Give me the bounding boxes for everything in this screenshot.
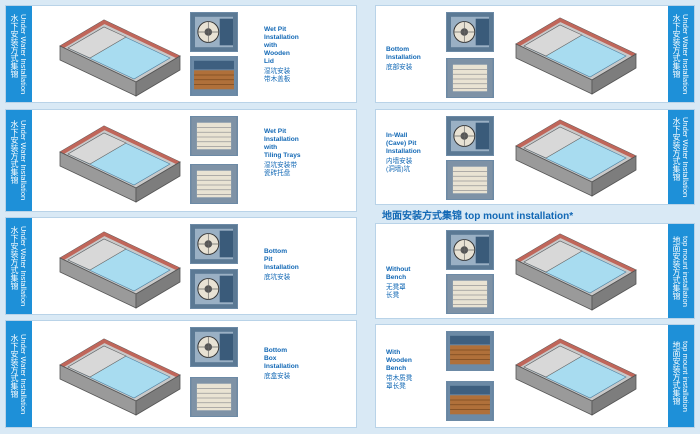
pool-diagram <box>508 14 644 98</box>
sidebar-text-en: Under Water Installation <box>19 225 28 307</box>
pool-diagram <box>52 16 188 100</box>
sidebar-text-zh: 地面安装方式集锦 <box>672 235 681 300</box>
label-zh: 底坑安装 <box>264 274 291 281</box>
installation-card-without-bench: Without Bench 无凳罩 长凳 top mount installati… <box>375 223 695 319</box>
sidebar-text-zh: 地面安装方式集锦 <box>672 340 681 405</box>
label-en: Bottom Pit Installation <box>264 248 299 271</box>
sidebar-text-en: top mount installation <box>681 235 690 307</box>
installation-photo <box>190 116 238 156</box>
pool-diagram <box>508 230 644 314</box>
installation-label: Bottom Pit Installation 底坑安装 <box>264 248 299 282</box>
installation-card-bottom: Bottom Installation 底部安装 Under Water Inst… <box>375 5 695 103</box>
label-en: With Wooden Bench <box>386 349 412 372</box>
installation-label: In-Wall (Cave) Pit Installation 内墙安装 (洞墙)… <box>386 132 421 174</box>
pool-diagram <box>508 116 644 200</box>
installation-label: Wet Pit Installation with Wooden Lid 湿坑安装… <box>264 26 299 84</box>
installation-photo <box>446 381 494 421</box>
sidebar-text-en: Under Water Installation <box>19 333 28 415</box>
sidebar-text-en: Under Water Installation <box>681 13 690 95</box>
installation-photo <box>190 164 238 204</box>
installation-label: Wet Pit Installation with Tiling Trays 湿坑… <box>264 128 301 178</box>
installation-card-with-wooden-bench: With Wooden Bench 带木质凳 罩长凳 top mount inst… <box>375 324 695 428</box>
label-zh: 湿坑安装 带木盖板 <box>264 68 291 83</box>
pool-diagram <box>52 122 188 206</box>
sidebar-text-zh: 水下安装方式集锦 <box>672 13 681 78</box>
sidebar-text-en: Under Water Installation <box>681 116 690 198</box>
label-zh: 无凳罩 长凳 <box>386 284 406 299</box>
label-zh: 底盒安装 <box>264 373 291 380</box>
installation-photo <box>446 12 494 52</box>
installation-photo <box>446 116 494 156</box>
sidebar-text-zh: 水下安装方式集锦 <box>672 116 681 181</box>
sidebar-text-en: top mount installation <box>681 340 690 412</box>
installation-photo <box>446 160 494 200</box>
label-en: Without Bench <box>386 266 411 281</box>
installation-label: Bottom Installation 底部安装 <box>386 46 421 72</box>
installation-photo <box>190 12 238 52</box>
sidebar-text-zh: 水下安装方式集锦 <box>10 120 19 185</box>
installation-card-in-wall-pit: In-Wall (Cave) Pit Installation 内墙安装 (洞墙)… <box>375 109 695 205</box>
installation-photo <box>190 56 238 96</box>
label-zh: 底部安装 <box>386 64 413 71</box>
installation-photo <box>190 327 238 367</box>
label-zh: 带木质凳 罩长凳 <box>386 375 413 390</box>
label-en: Bottom Installation <box>386 46 421 61</box>
label-zh: 湿坑安装带 瓷砖托盘 <box>264 162 297 177</box>
label-en: Bottom Box Installation <box>264 347 299 370</box>
section-heading: 地面安装方式集锦 top mount installation* <box>382 211 574 222</box>
installation-photo <box>190 269 238 309</box>
installation-label: Bottom Box Installation 底盒安装 <box>264 347 299 381</box>
label-zh: 内墙安装 (洞墙)坑 <box>386 158 413 173</box>
installation-photo <box>446 58 494 98</box>
pool-diagram <box>52 335 188 419</box>
label-en: In-Wall (Cave) Pit Installation <box>386 132 421 155</box>
sidebar-text-en: Under Water Installation <box>19 13 28 95</box>
pool-diagram <box>508 335 644 419</box>
installation-photo <box>190 377 238 417</box>
sidebar-text-en: Under Water Installation <box>19 120 28 201</box>
label-en: Wet Pit Installation with Tiling Trays <box>264 128 301 159</box>
installation-photo <box>446 274 494 314</box>
sidebar-text-zh: 水下安装方式集锦 <box>10 333 19 398</box>
pool-diagram <box>52 228 188 312</box>
installation-label: With Wooden Bench 带木质凳 罩长凳 <box>386 349 412 391</box>
installation-label: Without Bench 无凳罩 长凳 <box>386 266 410 300</box>
installation-photo <box>446 230 494 270</box>
installation-photo <box>446 331 494 371</box>
sidebar-text-zh: 水下安装方式集锦 <box>10 225 19 290</box>
label-en: Wet Pit Installation with Wooden Lid <box>264 26 299 65</box>
installation-photo <box>190 224 238 264</box>
sidebar-text-zh: 水下安装方式集锦 <box>10 13 19 78</box>
